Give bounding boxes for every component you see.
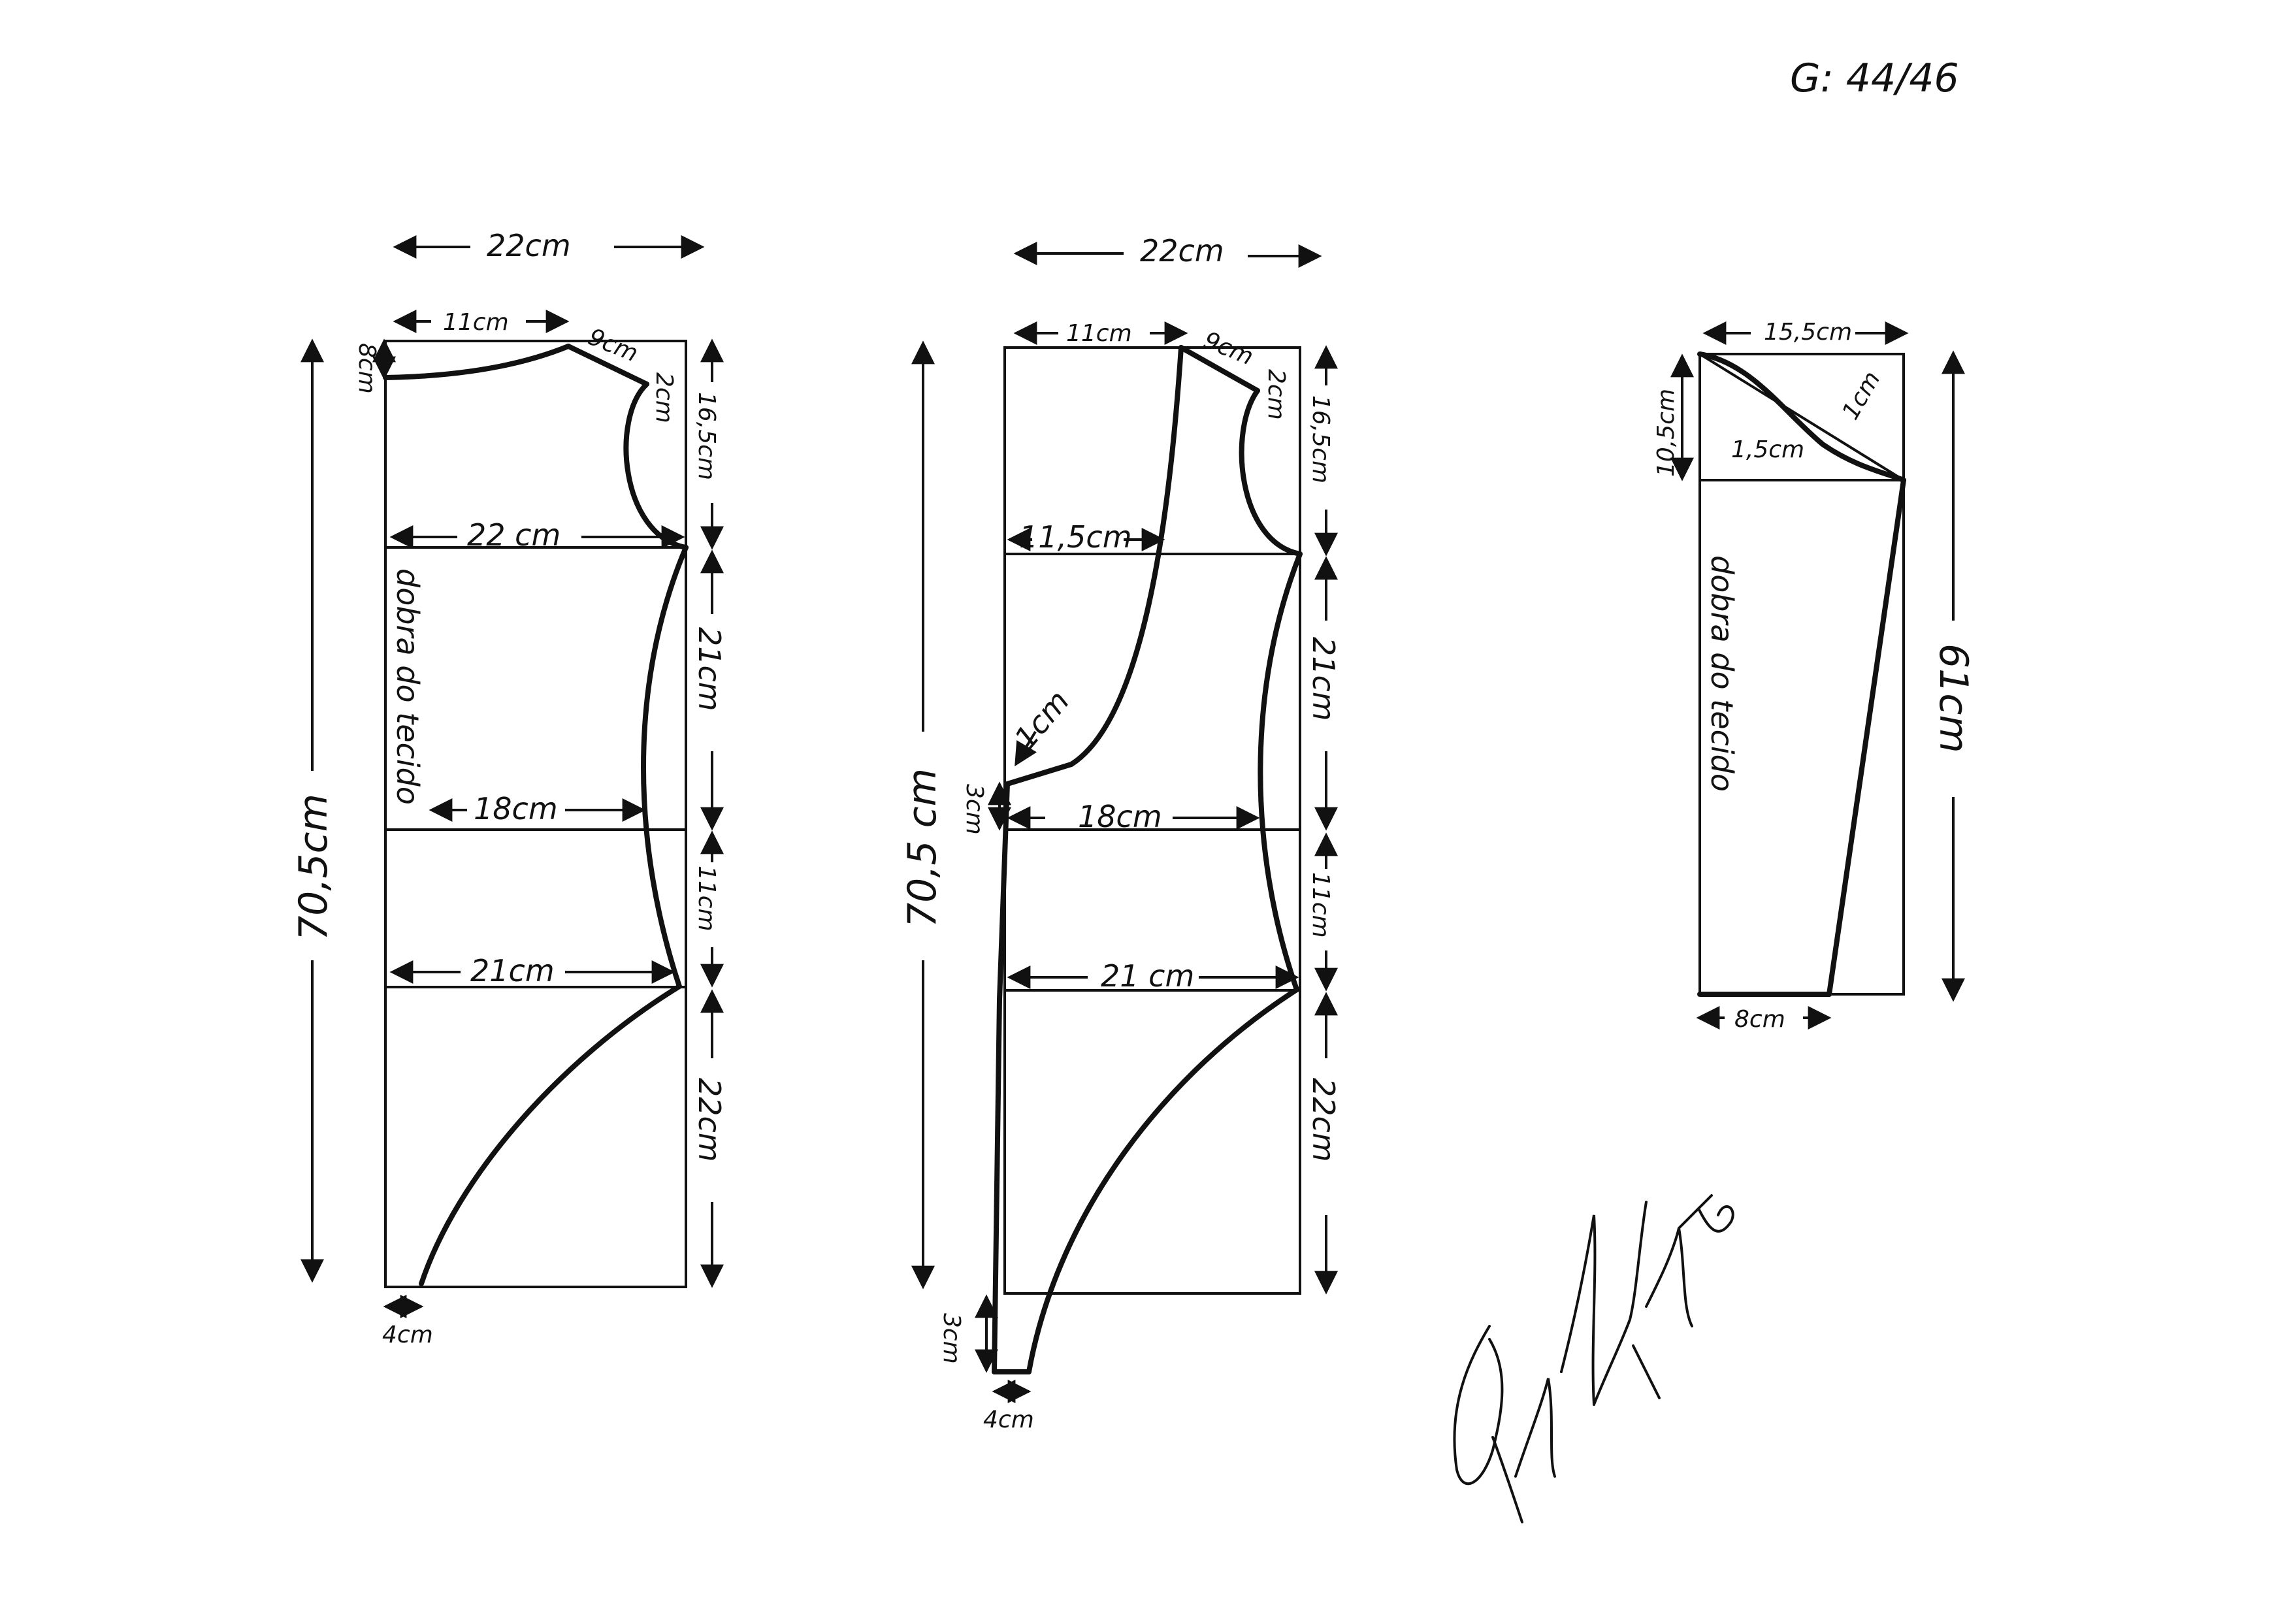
- front-armhole-depth-label: 16,5cm: [693, 392, 720, 480]
- back-waist-length-label: 21cm: [1306, 637, 1341, 721]
- sleeve-cuff-label: 8cm: [1734, 1006, 1785, 1033]
- back-hem-drop-label: 3cm: [938, 1313, 965, 1364]
- front-shoulder: [566, 344, 649, 387]
- front-hem-curve: [419, 984, 682, 1286]
- back-armhole-depth-label: 16,5cm: [1307, 395, 1334, 483]
- back-shoulder: [1178, 345, 1260, 393]
- front-hip-length-label: 11cm: [693, 866, 720, 932]
- front-neck-depth-label: 8cm: [353, 343, 380, 394]
- front-top-width-label: 22cm: [487, 228, 571, 263]
- back-shoulder-drop-label: 2cm: [1263, 369, 1290, 420]
- sleeve-cap-curve: [1697, 351, 1906, 483]
- sleeve-curve-in-label: 1cm: [1837, 367, 1885, 425]
- sleeve-top-width-label: 15,5cm: [1764, 319, 1852, 346]
- back-center-line: [992, 781, 1010, 1374]
- back-neck-width-low-label: 11,5cm: [1019, 519, 1132, 555]
- front-bust-width-label: 22 cm: [467, 517, 561, 553]
- back-neckline-curve: [1005, 345, 1184, 787]
- back-skirt-length-label: 22cm: [1306, 1078, 1341, 1162]
- back-waist-width-label: 18cm: [1078, 799, 1162, 834]
- back-curve-label: 1cm: [1007, 683, 1076, 756]
- front-hem-label: 4cm: [382, 1322, 433, 1348]
- back-hip-width-label: 21 cm: [1101, 958, 1194, 994]
- front-skirt-length-label: 22cm: [692, 1078, 727, 1162]
- back-hem-label: 4cm: [983, 1406, 1034, 1433]
- back-neck-width-label: 11cm: [1066, 320, 1132, 347]
- back-hem-curve: [1026, 987, 1299, 1374]
- front-shoulder-drop-label: 2cm: [651, 372, 677, 423]
- sleeve-curve-out-label: 1,5cm: [1731, 436, 1804, 463]
- front-frame: [384, 340, 687, 1288]
- back-top-width-label: 22cm: [1140, 233, 1224, 268]
- back-armhole: [1239, 388, 1303, 557]
- front-waist-width-label: 18cm: [474, 791, 558, 826]
- front-total-length-label: 70,5cm: [291, 794, 336, 941]
- sleeve-cap-diagonal: [1698, 353, 1905, 481]
- sleeve-fold-label: dobra do tecido: [1704, 555, 1740, 792]
- sleeve-length-label: 61cm: [1930, 643, 1976, 753]
- front-neckline: [383, 344, 571, 380]
- front-pattern-piece: 22cm 11cm 9cm 2cm 8cm 70,5cm 16,5cm 21cm…: [291, 228, 727, 1348]
- back-side-seam: [1258, 551, 1303, 992]
- sleeve-side-seam: [1827, 478, 1906, 997]
- front-side-seam: [641, 545, 689, 989]
- front-waist-length-label: 21cm: [692, 627, 727, 711]
- front-hip-width-label: 21cm: [470, 953, 555, 988]
- sleeve-pattern-piece: 15,5cm 10,5cm 1,5cm 1cm dobra do tecido …: [1653, 319, 1976, 1033]
- front-fold-label: dobra do tecido: [390, 568, 425, 805]
- back-pattern-piece: 22cm 11cm 9cm 2cm 70,5 cm 16,5cm 21cm 11…: [900, 233, 1341, 1433]
- handwritten-signature: [1453, 1194, 1734, 1523]
- sleeve-cap-height-label: 10,5cm: [1653, 389, 1680, 477]
- back-hip-length-label: 11cm: [1307, 872, 1334, 938]
- back-waist-drop-label: 3cm: [961, 784, 988, 835]
- size-label: G: 44/46: [1790, 56, 1959, 101]
- front-neck-width-label: 11cm: [443, 309, 509, 336]
- back-curve-arrow: [1015, 730, 1037, 767]
- back-total-length-label: 70,5 cm: [900, 768, 945, 928]
